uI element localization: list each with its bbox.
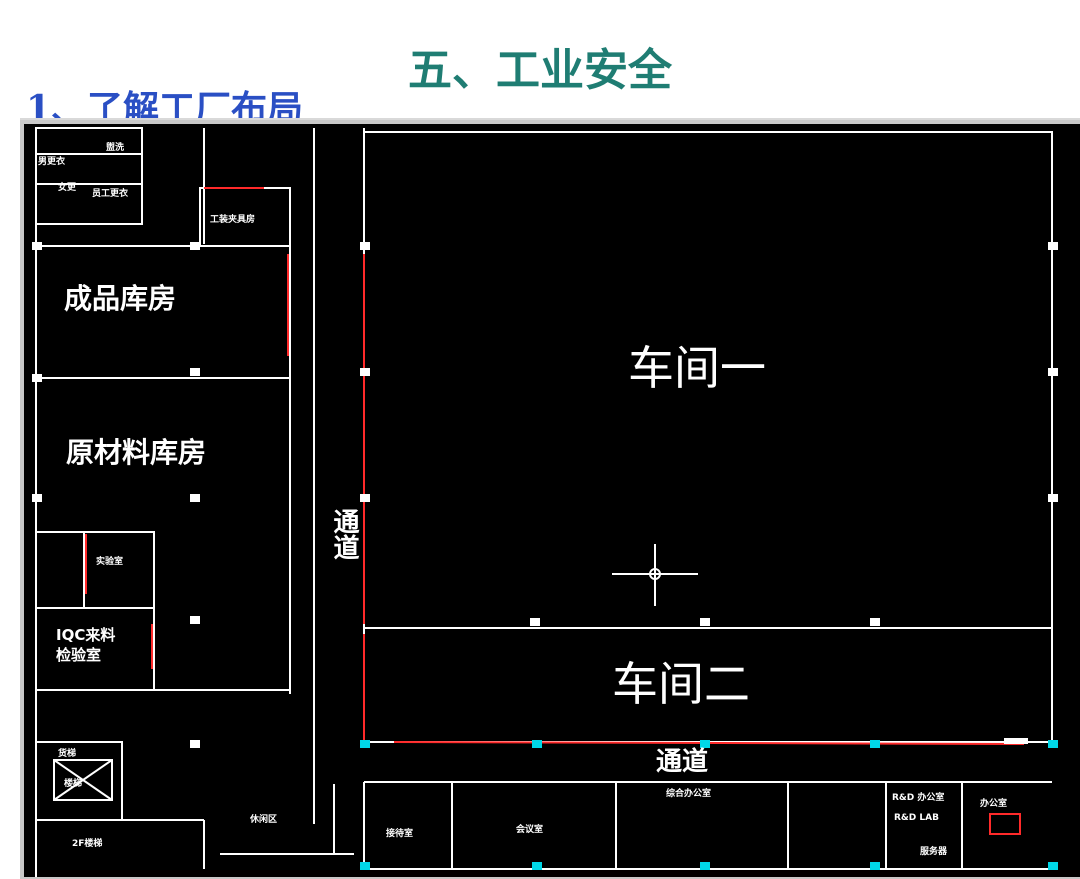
office-label: 办公室 bbox=[980, 797, 1007, 809]
workshop-1-label: 车间一 bbox=[628, 341, 766, 395]
slide-title: 五、工业安全 bbox=[408, 45, 672, 96]
female-restroom-label: 女更 bbox=[58, 181, 77, 193]
floor-plan: 车间一 车间二 成品库房 原材料库房 通道 通道 IQC来料 检验室 工装夹具房… bbox=[24, 124, 1080, 877]
reception-label: 接待室 bbox=[386, 827, 413, 839]
stairwell-label: 2F楼梯 bbox=[72, 837, 102, 849]
open-office-label: 综合办公室 bbox=[666, 787, 711, 799]
staff-restroom-label: 员工更衣 bbox=[92, 187, 128, 199]
freight-elevator-label: 货梯 bbox=[58, 747, 76, 759]
rd-office-label: R&D 办公室 bbox=[892, 791, 944, 803]
iqc-label-line2: 检验室 bbox=[56, 646, 101, 664]
tooling-room-label: 工装夹具房 bbox=[210, 213, 255, 225]
floor-plan-drawing: 车间一 车间二 成品库房 原材料库房 通道 通道 IQC来料 检验室 工装夹具房… bbox=[32, 127, 1058, 877]
office-desk-icon bbox=[989, 813, 1021, 835]
lab-label: 实验室 bbox=[96, 555, 123, 567]
corridor-horizontal-label: 通道 bbox=[656, 746, 708, 777]
iqc-label-line1: IQC来料 bbox=[56, 626, 115, 644]
finished-goods-label: 成品库房 bbox=[64, 282, 176, 315]
cyan-column-markers bbox=[360, 740, 1058, 870]
wall-lines bbox=[35, 127, 1053, 877]
stairs-label: 楼梯 bbox=[64, 777, 82, 789]
workshop-2-label: 车间二 bbox=[612, 657, 750, 711]
rd-lab-label: R&D LAB bbox=[894, 813, 939, 823]
meeting-room-label: 会议室 bbox=[516, 823, 543, 835]
corridor-vertical-label: 通道 bbox=[329, 508, 359, 560]
server-label: 服务器 bbox=[920, 845, 948, 857]
washroom-label: 盥洗 bbox=[106, 141, 124, 153]
column-markers bbox=[32, 242, 1058, 748]
raw-material-label: 原材料库房 bbox=[66, 436, 206, 469]
leisure-area-label: 休闲区 bbox=[249, 813, 277, 825]
door-highlights bbox=[85, 187, 1025, 745]
male-restroom-label: 男更衣 bbox=[38, 155, 65, 167]
